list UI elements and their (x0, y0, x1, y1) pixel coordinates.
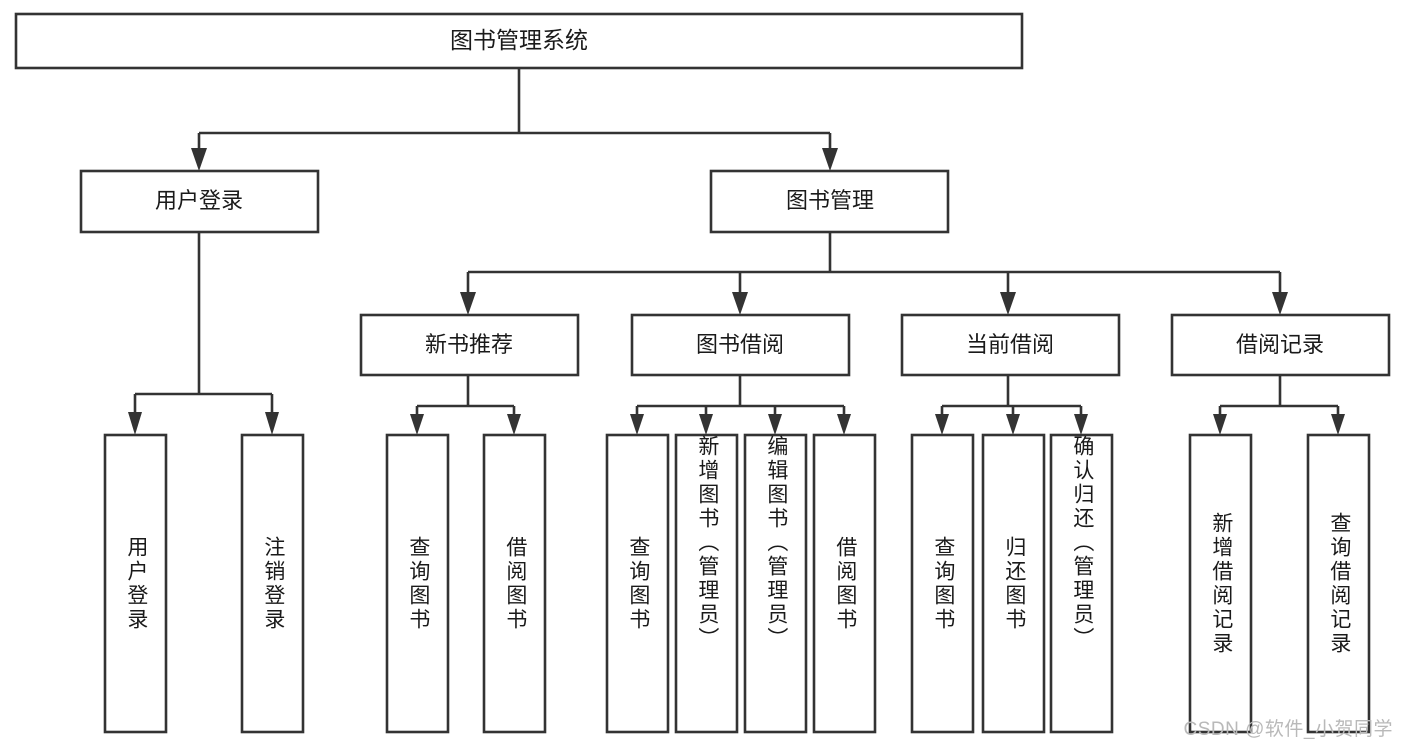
node-borrow-records[interactable]: 借阅记录 (1170, 313, 1391, 377)
node-new-book-recommend[interactable]: 新书推荐 (359, 313, 580, 377)
arrow-head-icon (128, 412, 142, 435)
edge-group-newbook-to-leaves (410, 375, 521, 435)
node-current-borrow[interactable]: 当前借阅 (900, 313, 1121, 377)
arrow-head-icon (1213, 414, 1227, 435)
arrow-head-icon (191, 148, 207, 171)
node-book-management[interactable]: 图书管理 (709, 169, 950, 234)
leaf-box-edit-book-admin[interactable] (743, 433, 808, 734)
node-user-login[interactable]: 用户登录 (79, 169, 320, 234)
leaf-box-query-book-newbook[interactable] (385, 433, 450, 734)
leaf-box-logout[interactable] (240, 433, 305, 734)
edge-group-userlogin-to-leaves (128, 232, 279, 435)
arrow-head-icon (837, 414, 851, 435)
node-root-book-management-system[interactable]: 图书管理系统 (14, 12, 1024, 70)
leaf-box-query-book-current[interactable] (910, 433, 975, 734)
node-book-management-label: 图书管理 (786, 188, 874, 213)
arrow-head-icon (768, 414, 782, 435)
leaf-box-borrow-book[interactable] (812, 433, 877, 734)
node-new-book-recommend-label: 新书推荐 (425, 332, 513, 357)
node-borrow-records-label: 借阅记录 (1236, 332, 1324, 357)
arrow-head-icon (265, 412, 279, 435)
arrow-head-icon (1331, 414, 1345, 435)
arrow-head-icon (1074, 414, 1088, 435)
node-book-borrow-label: 图书借阅 (696, 332, 784, 357)
node-user-login-label: 用户登录 (155, 188, 243, 213)
arrow-head-icon (935, 414, 949, 435)
arrow-head-icon (732, 292, 748, 315)
edge-group-bookborrow-to-leaves (630, 375, 851, 435)
node-current-borrow-label: 当前借阅 (966, 332, 1054, 357)
node-book-borrow[interactable]: 图书借阅 (630, 313, 851, 377)
arrow-head-icon (1000, 292, 1016, 315)
leaf-box-add-borrow-record[interactable] (1188, 433, 1253, 734)
leaf-box-borrow-book-newbook[interactable] (482, 433, 547, 734)
edge-group-records-to-leaves (1213, 375, 1345, 435)
node-borrow-records-box[interactable] (1170, 313, 1391, 377)
leaf-box-query-book-borrow[interactable] (605, 433, 670, 734)
arrow-head-icon (460, 292, 476, 315)
node-root-box[interactable] (14, 12, 1024, 70)
arrow-head-icon (822, 148, 838, 171)
node-new-book-recommend-box[interactable] (359, 313, 580, 377)
leaf-box-add-book-admin[interactable] (674, 433, 739, 734)
arrow-head-icon (1006, 414, 1020, 435)
arrow-head-icon (630, 414, 644, 435)
leaf-box-query-borrow-record[interactable] (1306, 433, 1371, 734)
arrow-head-icon (699, 414, 713, 435)
node-current-borrow-box[interactable] (900, 313, 1121, 377)
node-book-borrow-box[interactable] (630, 313, 851, 377)
edge-group-bookmgmt-to-level3 (460, 232, 1288, 315)
leaf-box-return-book[interactable] (981, 433, 1046, 734)
node-root-label: 图书管理系统 (450, 27, 588, 53)
node-book-management-box[interactable] (709, 169, 950, 234)
edge-group-currentborrow-to-leaves (935, 375, 1088, 435)
arrow-head-icon (507, 414, 521, 435)
leaf-box-confirm-return-admin[interactable] (1049, 433, 1114, 734)
edge-group-root-to-level2 (191, 68, 838, 171)
leaf-node-boxes (103, 433, 1371, 734)
leaf-box-user-login[interactable] (103, 433, 168, 734)
arrow-head-icon (1272, 292, 1288, 315)
node-user-login-box[interactable] (79, 169, 320, 234)
arrow-head-icon (410, 414, 424, 435)
csdn-watermark: CSDN @软件_小贺同学 (1183, 719, 1393, 740)
